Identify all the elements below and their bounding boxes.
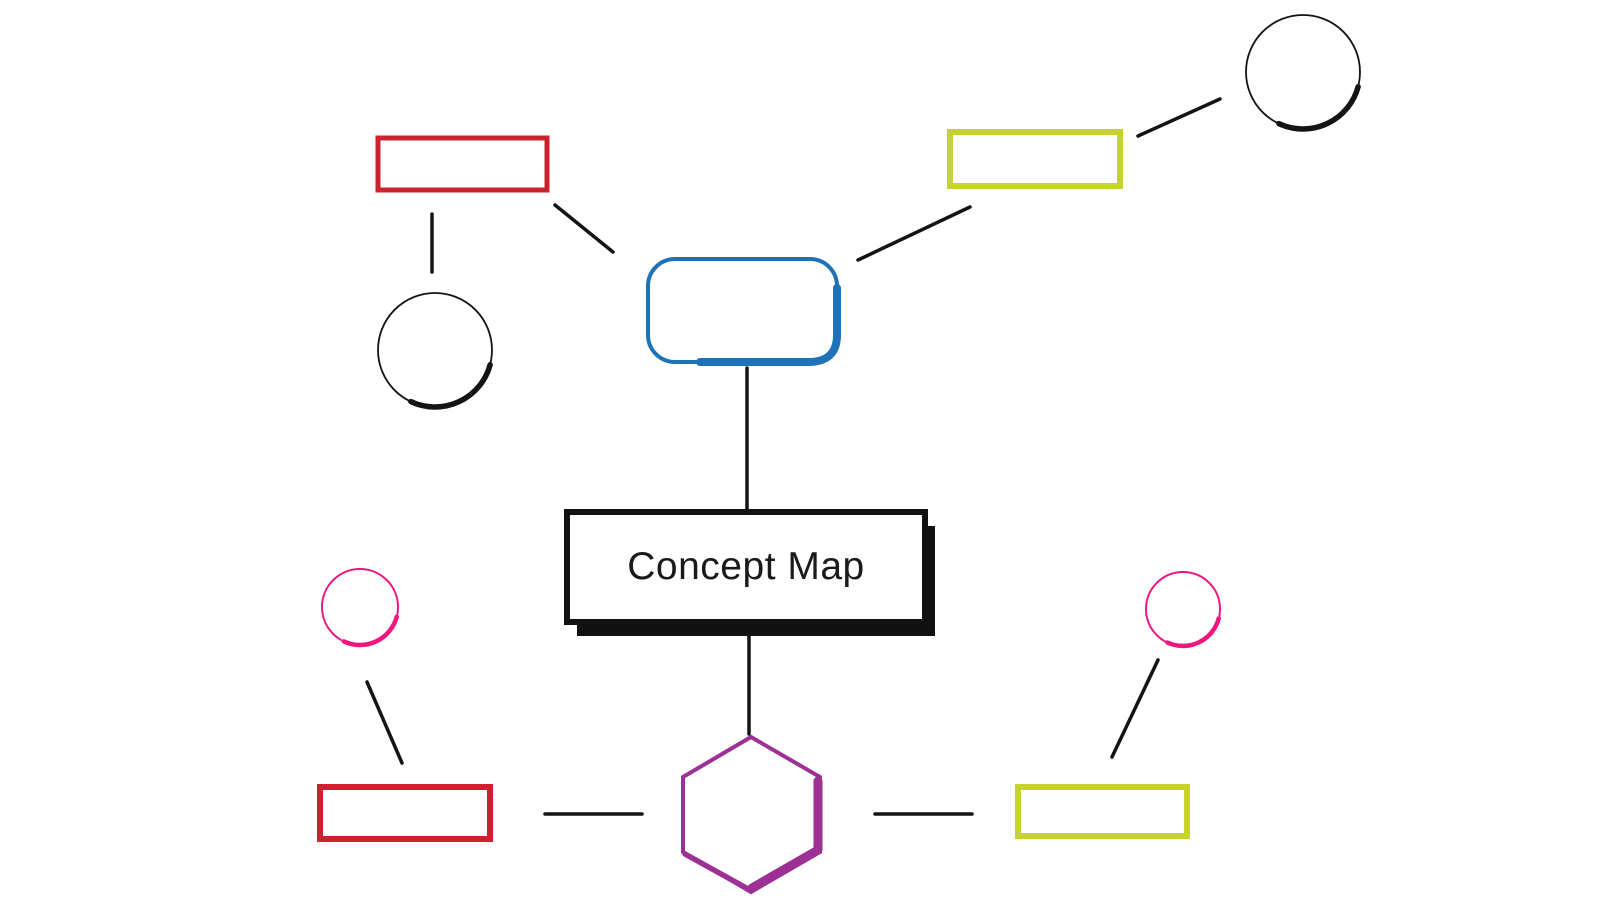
- red-rect-top-left: [375, 135, 550, 193]
- edge-yellowrect-to-circle: [1136, 97, 1222, 138]
- purple-hexagon-medium-edge: [682, 851, 753, 893]
- connector-lines: [365, 97, 1222, 816]
- edge-blue-to-yellowrect: [856, 205, 972, 262]
- purple-hexagon-outline: [681, 734, 822, 895]
- edge-pinkcircle-to-yellowrect: [1110, 658, 1160, 759]
- pink-circle-bottom-left: [321, 568, 399, 648]
- purple-hexagon-thick-edge: [747, 776, 823, 893]
- yellow-rect-top-right: [947, 129, 1123, 189]
- blue-rounded-node-thick-edge: [696, 284, 841, 366]
- edge-pinkcircle-to-redrect: [365, 680, 404, 765]
- black-circle-top-right-shadow-arc: [1276, 84, 1361, 132]
- blue-rounded-node-outline: [646, 257, 839, 364]
- center-box: [564, 509, 935, 636]
- black-circle-top-right: [1245, 14, 1361, 132]
- pink-circle-bottom-left-shadow-arc: [341, 614, 399, 648]
- pink-circle-bottom-right: [1145, 571, 1221, 649]
- edge-redrect-to-blue: [553, 203, 615, 254]
- black-circle-left-shadow-arc: [408, 362, 493, 410]
- blue-rounded-node: [646, 257, 841, 366]
- pink-circle-bottom-right-shadow-arc: [1165, 616, 1221, 649]
- black-circle-left: [377, 292, 493, 410]
- center-box-outline: [564, 509, 928, 625]
- red-rect-bottom-left: [317, 784, 493, 842]
- yellow-rect-bottom-right: [1015, 784, 1190, 839]
- purple-hexagon: [681, 734, 823, 895]
